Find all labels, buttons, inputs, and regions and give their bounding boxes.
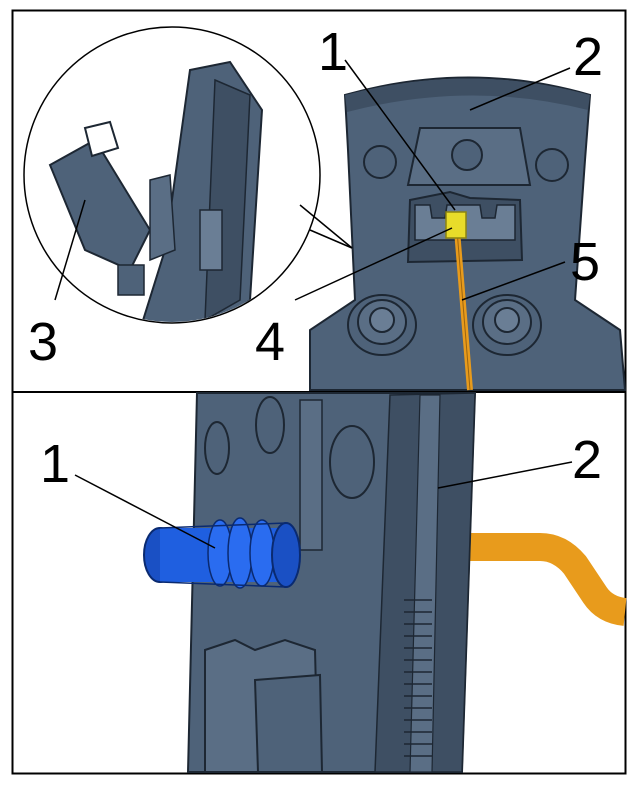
bottom-panel: 1 2 (40, 392, 627, 773)
callout-1-bottom: 1 (40, 434, 70, 494)
contact-sleeve (143, 517, 301, 589)
bottom-wire (455, 533, 627, 626)
callout-5: 5 (570, 232, 600, 292)
zoom-detail (23, 26, 353, 324)
callout-2-bottom: 2 (572, 430, 602, 490)
top-panel: 1 2 3 4 5 (23, 22, 627, 391)
callout-3: 3 (28, 312, 58, 372)
callout-4: 4 (255, 312, 285, 372)
adjust-knob-left (347, 294, 417, 356)
callout-1-top: 1 (318, 22, 348, 82)
contact (445, 211, 467, 239)
tool-head (309, 76, 627, 391)
callout-2-top: 2 (573, 27, 603, 87)
spring (404, 599, 432, 757)
adjust-knob-right (472, 294, 542, 356)
